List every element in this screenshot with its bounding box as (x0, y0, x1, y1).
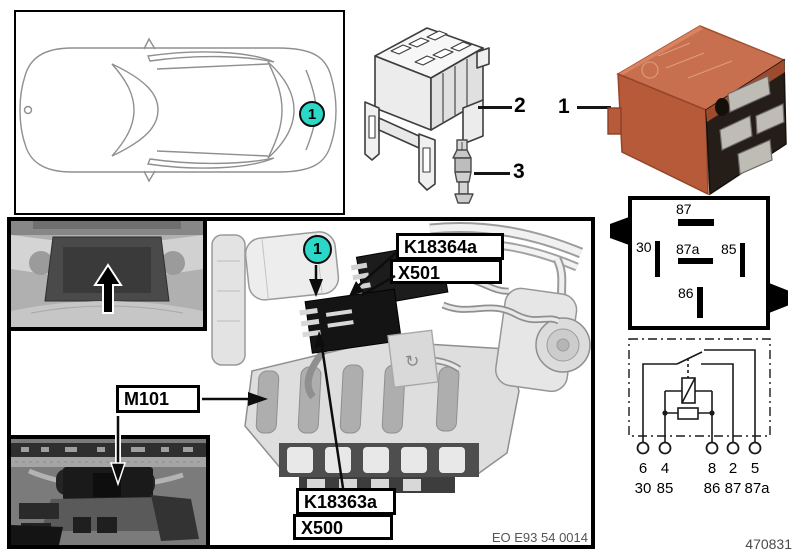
pin-85-bar (740, 243, 745, 277)
connector-label-x500: X500 (293, 514, 393, 540)
schematic-terminals (636, 441, 762, 455)
terminal-pin-drawing (452, 139, 474, 204)
relay-photo (607, 25, 787, 196)
hood-emblem (23, 105, 33, 115)
terminal-pin-8: 8 (708, 460, 716, 477)
pinbox-left-tab (610, 217, 629, 245)
drawing-code: EO E93 54 0014 (491, 530, 588, 545)
car-body-outline (19, 47, 337, 173)
car-location-panel: 1 (14, 10, 345, 215)
terminal-name-30: 30 (635, 480, 652, 497)
terminal-name-86: 86 (704, 480, 721, 497)
terminal-pin-6: 6 (639, 460, 647, 477)
connector-label-x501: X501 (390, 259, 502, 284)
terminal-pin-5: 5 (751, 460, 759, 477)
item3-leader-line (474, 172, 510, 175)
item2-leader-line (478, 106, 512, 109)
relay-location-photo (7, 435, 210, 549)
relay-schematic: 6 4 8 2 5 30 85 86 87 87a (628, 338, 771, 497)
item3-number: 3 (513, 160, 525, 183)
main-callout-1[interactable]: 1 (303, 235, 332, 264)
terminal-name-87: 87 (725, 480, 742, 497)
engine-bay-photo (7, 217, 207, 331)
terminal-pin-2: 2 (729, 460, 737, 477)
pinbox-right-tab (769, 283, 788, 313)
relay-label-k18364a: K18364a (396, 233, 504, 260)
item1-number: 1 (558, 95, 570, 118)
item2-number: 2 (514, 94, 526, 117)
relay-pin-diagram: 87 30 87a 85 86 (628, 196, 770, 330)
pin-87-bar (678, 219, 714, 226)
car-top-view (19, 37, 337, 183)
module-label-m101: M101 (116, 385, 200, 413)
pin-87a-label: 87a (676, 241, 700, 257)
item1-leader-line (577, 106, 611, 109)
terminal-name-85: 85 (657, 480, 674, 497)
pin-30-label: 30 (636, 239, 652, 255)
pin-30-bar (655, 241, 660, 277)
engine-illustration: ↻ (211, 221, 591, 493)
relay-embossed-marks (641, 42, 733, 79)
pin-85-label: 85 (721, 241, 737, 257)
pin-87a-bar (678, 258, 713, 264)
relay-socket-drawing (364, 27, 490, 204)
terminal-name-87a: 87a (744, 480, 770, 497)
relay-label-k18363a: K18363a (296, 488, 396, 515)
pin-86-bar (697, 287, 703, 318)
car-callout-1[interactable]: 1 (299, 101, 325, 127)
relay-pins (719, 75, 785, 175)
photo-up-arrow (93, 263, 123, 314)
bracket-cube: ↻ (387, 329, 439, 389)
cube-mark-icon: ↻ (404, 351, 420, 372)
pin-87-label: 87 (676, 201, 692, 217)
pin-86-label: 86 (678, 285, 694, 301)
document-number: 470831 (745, 536, 792, 552)
terminal-pin-4: 4 (661, 460, 669, 477)
